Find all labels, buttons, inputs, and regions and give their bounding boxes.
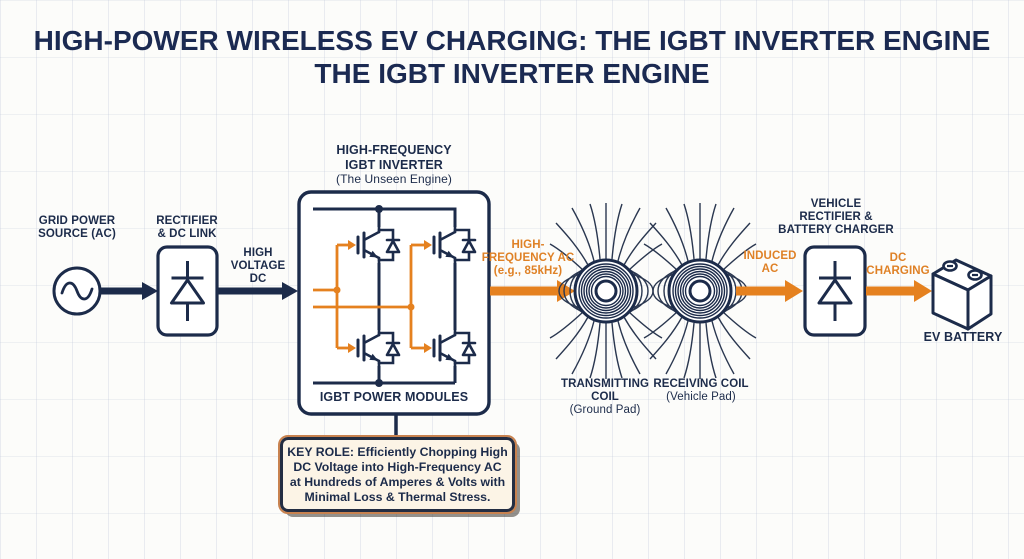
arrow-ac-to-rectifier xyxy=(100,282,158,300)
rectifier-box xyxy=(156,245,219,337)
callout-line1: Efficiently Chopping High xyxy=(357,445,508,459)
arrow-high-voltage-dc xyxy=(218,282,298,300)
grid-power-label: GRID POWER SOURCE (AC) xyxy=(38,215,116,240)
receiving-coil-label: RECEIVING COIL (Vehicle Pad) xyxy=(653,378,749,403)
gate-drive-wiring xyxy=(313,243,424,350)
induced-ac-label: INDUCED AC xyxy=(743,250,797,275)
title-line-2: THE IGBT INVERTER ENGINE xyxy=(314,58,710,89)
callout-line4: Minimal Loss & Thermal Stress. xyxy=(304,490,491,504)
igbt-power-modules-label: IGBT POWER MODULES xyxy=(319,390,469,404)
vehicle-rectifier-box xyxy=(803,245,867,337)
gate-arrowheads xyxy=(333,240,432,353)
ac-source-icon xyxy=(52,266,102,316)
battery-terminals xyxy=(942,260,983,281)
igbt-inverter-box xyxy=(297,190,491,416)
vehicle-rectifier-label: VEHICLE RECTIFIER & BATTERY CHARGER xyxy=(778,198,894,236)
callout-heading: KEY ROLE: xyxy=(287,445,354,459)
high-frequency-ac-label: HIGH- FREQUENCY AC (e.g., 85kHz) xyxy=(481,239,575,277)
rectifier-label: RECTIFIER & DC LINK xyxy=(156,215,218,240)
dc-charging-label: DC CHARGING xyxy=(866,252,930,277)
callout-line3: at Hundreds of Amperes & Volts with xyxy=(289,475,506,489)
key-role-callout: KEY ROLE: Efficiently Chopping High DC V… xyxy=(278,435,517,514)
arrow-dc-charging xyxy=(866,280,932,302)
title-line-1: HIGH-POWER WIRELESS EV CHARGING: THE IGB… xyxy=(33,25,991,56)
transmitting-coil-label: TRANSMITTING COIL (Ground Pad) xyxy=(560,378,650,416)
inverter-header-label: HIGH-FREQUENCY IGBT INVERTER (The Unseen… xyxy=(336,143,452,186)
callout-line2: DC Voltage into High-Frequency AC xyxy=(293,460,502,474)
page-title: HIGH-POWER WIRELESS EV CHARGING: THE IGB… xyxy=(0,24,1024,90)
ev-battery-icon xyxy=(931,258,993,331)
dc-bus-wiring xyxy=(313,207,457,385)
arrow-induced-ac xyxy=(736,280,803,302)
high-voltage-dc-label: HIGH VOLTAGE DC xyxy=(230,247,286,285)
ev-battery-label: EV BATTERY xyxy=(923,330,1003,344)
